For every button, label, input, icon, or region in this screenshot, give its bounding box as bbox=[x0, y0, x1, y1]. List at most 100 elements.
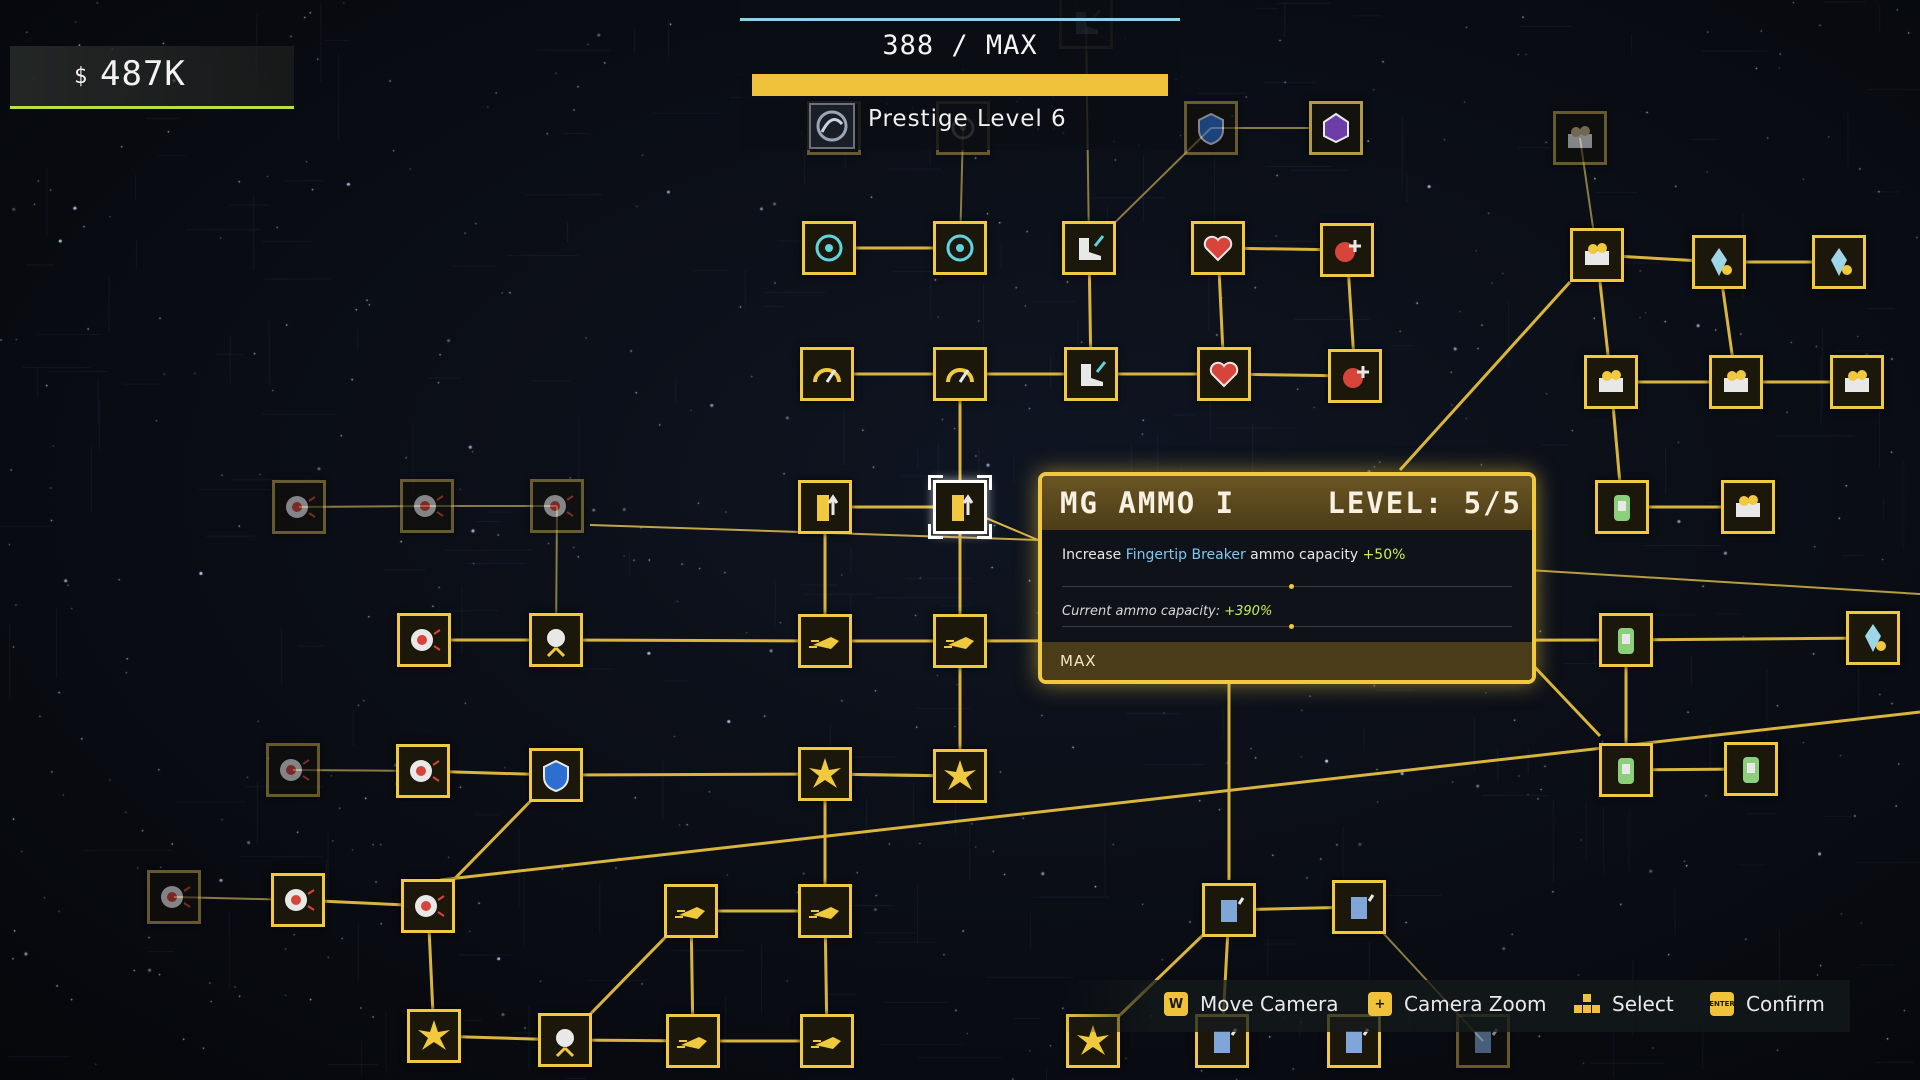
tooltip-divider bbox=[1062, 626, 1512, 627]
desc-text-mid: ammo capacity bbox=[1245, 547, 1363, 563]
skill-node[interactable] bbox=[1724, 742, 1778, 796]
scanner-icon bbox=[1209, 890, 1249, 930]
hint-label: Confirm bbox=[1746, 992, 1825, 1016]
points-progress-fill bbox=[752, 74, 1168, 96]
skill-link bbox=[1526, 658, 1602, 738]
bullet-speed-icon bbox=[671, 891, 711, 931]
hint-select: Select bbox=[1574, 992, 1674, 1016]
skill-node[interactable] bbox=[1553, 111, 1607, 165]
explosion-icon bbox=[805, 754, 845, 794]
selection-corner bbox=[928, 524, 943, 539]
skill-node[interactable] bbox=[1062, 221, 1116, 275]
skill-node[interactable] bbox=[147, 870, 201, 924]
crystal-core-icon bbox=[1853, 618, 1893, 658]
blue-spark-icon bbox=[1073, 1021, 1113, 1061]
skill-node[interactable] bbox=[400, 479, 454, 533]
hint-label: Select bbox=[1612, 992, 1674, 1016]
skill-node[interactable] bbox=[1320, 223, 1374, 277]
skill-node[interactable] bbox=[272, 480, 326, 534]
skill-node[interactable] bbox=[407, 1009, 461, 1063]
current-capacity-label: Current ammo capacity: bbox=[1062, 604, 1225, 619]
skill-node[interactable] bbox=[664, 884, 718, 938]
mine-timer-icon bbox=[279, 487, 319, 527]
skill-node[interactable] bbox=[529, 748, 583, 802]
mine-timer-icon bbox=[154, 877, 194, 917]
skill-tooltip: MG AMMO I LEVEL: 5/5 Increase Fingertip … bbox=[1038, 472, 1536, 684]
selection-corner bbox=[977, 524, 992, 539]
skill-node[interactable] bbox=[1812, 235, 1866, 289]
heart-plus-icon bbox=[1198, 228, 1238, 268]
skill-node[interactable] bbox=[800, 1014, 854, 1068]
skill-node[interactable] bbox=[798, 480, 852, 534]
current-capacity: Current ammo capacity: +390% bbox=[1062, 604, 1272, 619]
bullet-icon bbox=[805, 621, 845, 661]
top-divider bbox=[740, 18, 1180, 21]
hint-label: Move Camera bbox=[1200, 992, 1339, 1016]
scanner-gear-icon bbox=[1339, 887, 1379, 927]
skill-node[interactable] bbox=[538, 1013, 592, 1067]
hint-move-camera: W Move Camera bbox=[1164, 992, 1338, 1016]
max-status: MAX bbox=[1060, 652, 1097, 670]
skill-node[interactable] bbox=[1570, 228, 1624, 282]
skill-node[interactable] bbox=[798, 614, 852, 668]
skill-link bbox=[1625, 636, 1874, 642]
skill-node[interactable] bbox=[396, 744, 450, 798]
skill-node[interactable] bbox=[933, 614, 987, 668]
control-hints-bar: W Move Camera + Camera Zoom Select ENTER… bbox=[1060, 980, 1850, 1032]
skill-node[interactable] bbox=[1191, 221, 1245, 275]
skill-node[interactable] bbox=[1599, 743, 1653, 797]
shield-drone-icon bbox=[536, 755, 576, 795]
points-progress-bar bbox=[752, 74, 1168, 96]
skill-node[interactable] bbox=[266, 743, 320, 797]
ground-pound-icon bbox=[940, 756, 980, 796]
skill-node[interactable] bbox=[1202, 883, 1256, 937]
mine-stack-icon bbox=[407, 486, 447, 526]
skill-node[interactable] bbox=[933, 347, 987, 401]
skill-node[interactable] bbox=[933, 221, 987, 275]
skill-level: LEVEL: 5/5 bbox=[1327, 486, 1522, 520]
skill-node[interactable] bbox=[802, 221, 856, 275]
skill-node[interactable] bbox=[1309, 101, 1363, 155]
grenade-shot-icon bbox=[273, 750, 313, 790]
skill-node[interactable] bbox=[1197, 347, 1251, 401]
skill-node[interactable] bbox=[928, 475, 992, 539]
currency-symbol: $ bbox=[74, 64, 89, 89]
skill-node[interactable] bbox=[1846, 611, 1900, 665]
skill-node[interactable] bbox=[1709, 355, 1763, 409]
shrapnel-icon bbox=[414, 1016, 454, 1056]
skill-node[interactable] bbox=[1595, 480, 1649, 534]
skill-node[interactable] bbox=[1332, 880, 1386, 934]
skill-node[interactable] bbox=[800, 347, 854, 401]
crystal-gold-icon bbox=[1819, 242, 1859, 282]
skill-node[interactable] bbox=[1721, 480, 1775, 534]
prestige-icon bbox=[809, 103, 855, 149]
skill-node[interactable] bbox=[401, 879, 455, 933]
skill-node[interactable] bbox=[1328, 349, 1382, 403]
skill-node[interactable] bbox=[666, 1014, 720, 1068]
skill-node[interactable] bbox=[1584, 355, 1638, 409]
skill-node[interactable] bbox=[1692, 235, 1746, 289]
skill-node[interactable] bbox=[1064, 347, 1118, 401]
skill-node[interactable] bbox=[1184, 101, 1238, 155]
capsule-icon bbox=[1602, 487, 1642, 527]
skill-node[interactable] bbox=[397, 613, 451, 667]
skill-node[interactable] bbox=[1599, 613, 1653, 667]
weapon-name: Fingertip Breaker bbox=[1125, 547, 1246, 563]
hint-confirm: ENTER Confirm bbox=[1709, 992, 1825, 1016]
skill-link bbox=[555, 772, 826, 777]
skill-node[interactable] bbox=[271, 873, 325, 927]
skill-link bbox=[555, 638, 826, 643]
shield-gear-icon bbox=[1191, 108, 1231, 148]
skill-node[interactable] bbox=[798, 747, 852, 801]
skill-node[interactable] bbox=[933, 749, 987, 803]
plus-key-icon: + bbox=[1368, 992, 1392, 1016]
skill-node[interactable] bbox=[1830, 355, 1884, 409]
grenade-stack-icon bbox=[403, 751, 443, 791]
rocket-drone-icon bbox=[545, 1020, 585, 1060]
divider-dot bbox=[1289, 624, 1294, 629]
heart-plus-icon bbox=[1204, 354, 1244, 394]
skill-node[interactable] bbox=[798, 884, 852, 938]
skill-node[interactable] bbox=[529, 613, 583, 667]
skill-node[interactable] bbox=[530, 479, 584, 533]
conveyor-icon bbox=[1716, 362, 1756, 402]
